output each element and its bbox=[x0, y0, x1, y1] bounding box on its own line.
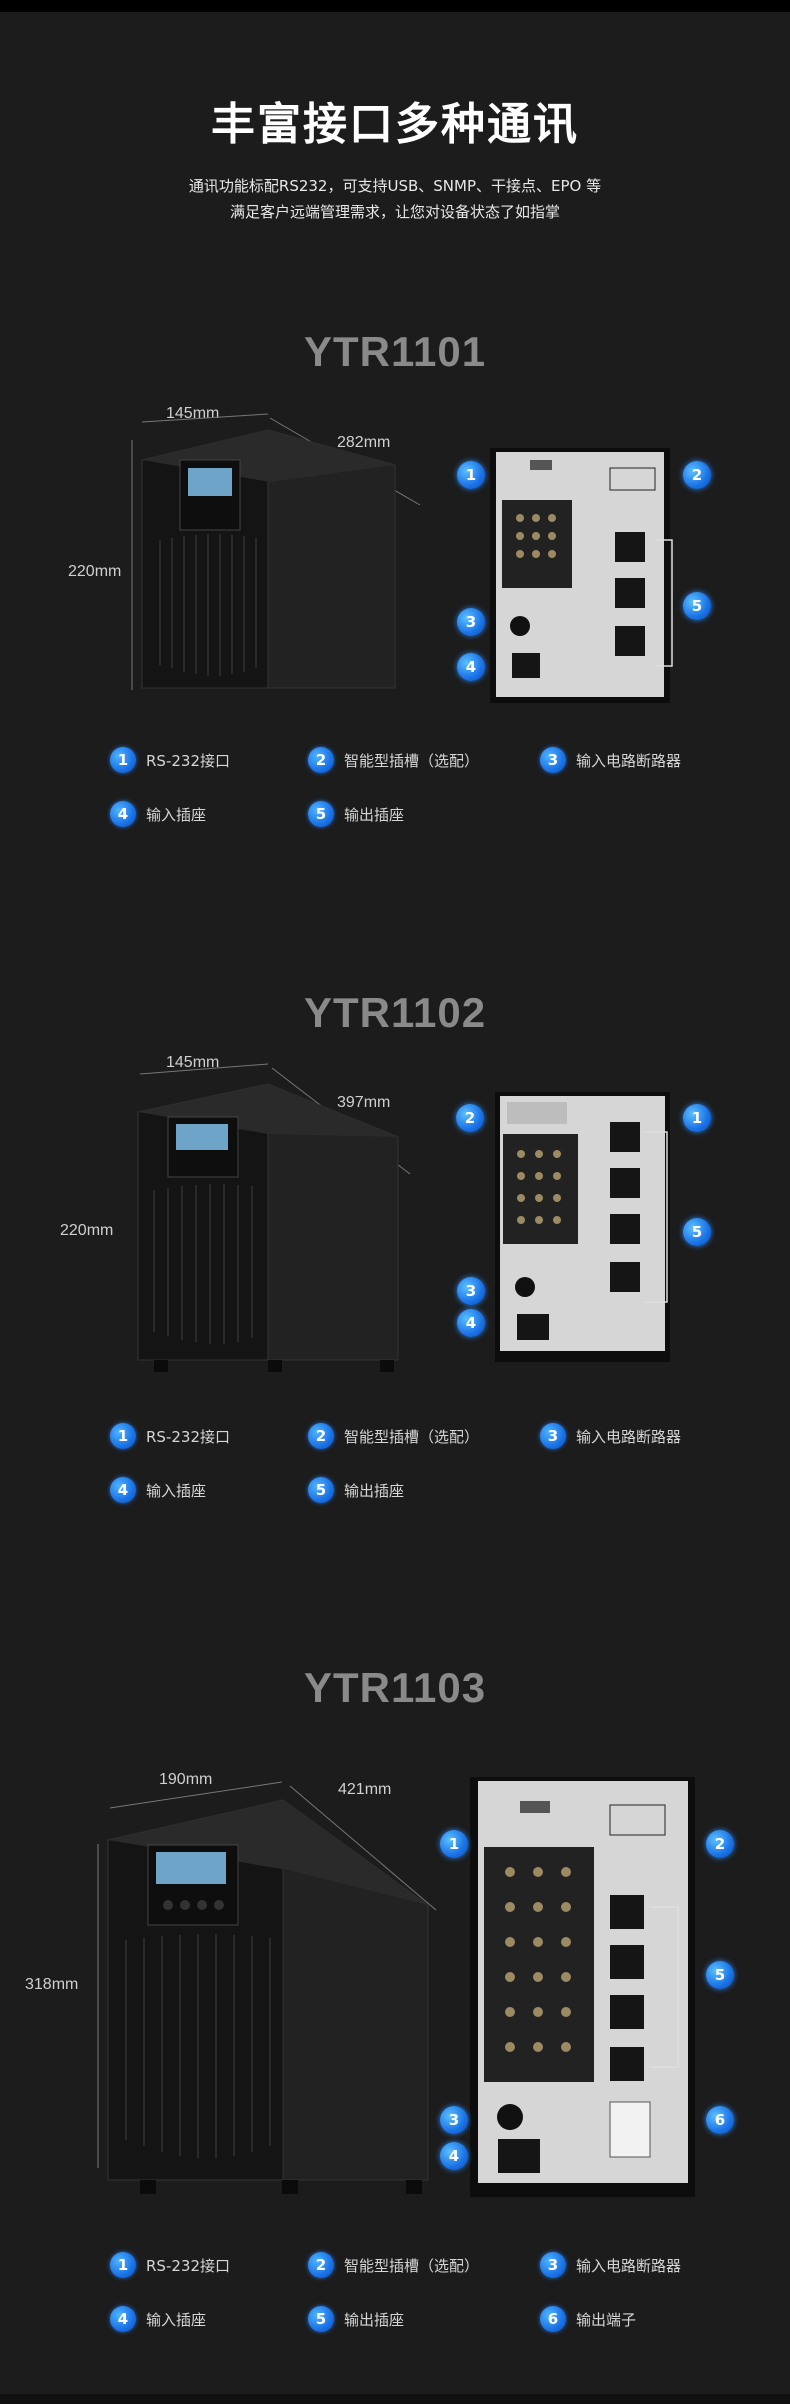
dimension-depth: 282mm bbox=[337, 434, 391, 451]
legend-item-rs232: 1 RS-232接口 bbox=[110, 745, 230, 775]
legend-number: 1 bbox=[110, 747, 136, 773]
legend-item-input-breaker: 3 输入电路断路器 bbox=[540, 745, 681, 775]
legend-number: 2 bbox=[308, 1423, 334, 1449]
callout-2: 2 bbox=[683, 461, 711, 489]
legend-number: 3 bbox=[540, 1423, 566, 1449]
legend-item-input-socket: 4 输入插座 bbox=[110, 799, 206, 829]
dimension-depth: 397mm bbox=[337, 1094, 391, 1111]
callout-1: 1 bbox=[440, 1830, 468, 1858]
legend-item-output-socket: 5 输出插座 bbox=[308, 2304, 404, 2334]
ups-front-image bbox=[137, 1063, 411, 1372]
legend-number: 4 bbox=[110, 2306, 136, 2332]
legend-label: 输出端子 bbox=[576, 2310, 637, 2329]
legend-number: 5 bbox=[308, 2306, 334, 2332]
ups-rear-image bbox=[490, 448, 673, 703]
legend-item-smart-slot: 2 智能型插槽（选配） bbox=[308, 2250, 479, 2280]
callout-5: 5 bbox=[683, 1218, 711, 1246]
callout-2: 2 bbox=[456, 1104, 484, 1132]
callout-1: 1 bbox=[457, 461, 485, 489]
legend-label: 智能型插槽（选配） bbox=[344, 751, 480, 770]
dimension-height: 220mm bbox=[60, 1222, 114, 1239]
dimension-height: 220mm bbox=[68, 563, 122, 580]
callout-3: 3 bbox=[457, 608, 485, 636]
callout-3: 3 bbox=[457, 1277, 485, 1305]
legend-number: 1 bbox=[110, 1423, 136, 1449]
ups-rear-image bbox=[470, 1777, 695, 2197]
legend-label: RS-232接口 bbox=[146, 1427, 230, 1446]
ups-front-image bbox=[131, 413, 421, 690]
legend-number: 4 bbox=[110, 1477, 136, 1503]
legend-number: 2 bbox=[308, 2252, 334, 2278]
callout-5: 5 bbox=[683, 592, 711, 620]
subtitle-line-1: 通讯功能标配RS232，可支持USB、SNMP、干接点、EPO 等 bbox=[188, 177, 602, 195]
legend-label: 智能型插槽（选配） bbox=[344, 1427, 480, 1446]
legend-label: 输入插座 bbox=[146, 1481, 207, 1500]
bottom-bar bbox=[0, 2394, 790, 2404]
ups-front-image bbox=[97, 1781, 437, 2194]
legend-label: 输入插座 bbox=[146, 2310, 207, 2329]
callout-1: 1 bbox=[683, 1104, 711, 1132]
dimension-width: 145mm bbox=[166, 1054, 220, 1071]
legend-number: 3 bbox=[540, 2252, 566, 2278]
legend-label: RS-232接口 bbox=[146, 2256, 230, 2275]
legend-number: 3 bbox=[540, 747, 566, 773]
legend-label: RS-232接口 bbox=[146, 751, 230, 770]
legend-number: 4 bbox=[110, 801, 136, 827]
legend-label: 智能型插槽（选配） bbox=[344, 2256, 480, 2275]
legend-number: 5 bbox=[308, 1477, 334, 1503]
top-bar bbox=[0, 0, 790, 12]
legend-item-input-breaker: 3 输入电路断路器 bbox=[540, 1421, 681, 1451]
model-title: YTR1103 bbox=[303, 1664, 487, 1711]
legend-label: 输出插座 bbox=[344, 805, 405, 824]
callout-5: 5 bbox=[706, 1961, 734, 1989]
legend-item-smart-slot: 2 智能型插槽（选配） bbox=[308, 1421, 479, 1451]
subtitle-line-2: 满足客户远端管理需求，让您对设备状态了如指掌 bbox=[229, 203, 560, 221]
callout-4: 4 bbox=[457, 1309, 485, 1337]
model-title: YTR1101 bbox=[303, 328, 487, 375]
callout-4: 4 bbox=[440, 2142, 468, 2170]
legend-label: 输入插座 bbox=[146, 805, 207, 824]
legend-number: 6 bbox=[540, 2306, 566, 2332]
legend-label: 输出插座 bbox=[344, 1481, 405, 1500]
legend-label: 输入电路断路器 bbox=[576, 2256, 682, 2275]
callout-4: 4 bbox=[457, 653, 485, 681]
page-title: 丰富接口多种通讯 bbox=[211, 99, 579, 150]
legend-item-output-terminal: 6 输出端子 bbox=[540, 2304, 636, 2334]
legend-number: 5 bbox=[308, 801, 334, 827]
callout-6: 6 bbox=[706, 2106, 734, 2134]
dimension-height: 318mm bbox=[25, 1976, 79, 1993]
dimension-depth: 421mm bbox=[338, 1781, 392, 1798]
legend-item-smart-slot: 2 智能型插槽（选配） bbox=[308, 745, 479, 775]
callout-3: 3 bbox=[440, 2106, 468, 2134]
legend-number: 1 bbox=[110, 2252, 136, 2278]
model-title: YTR1102 bbox=[303, 989, 487, 1036]
legend-item-rs232: 1 RS-232接口 bbox=[110, 1421, 230, 1451]
callout-2: 2 bbox=[706, 1830, 734, 1858]
legend-label: 输入电路断路器 bbox=[576, 1427, 682, 1446]
legend-number: 2 bbox=[308, 747, 334, 773]
legend-item-input-breaker: 3 输入电路断路器 bbox=[540, 2250, 681, 2280]
legend-item-output-socket: 5 输出插座 bbox=[308, 799, 404, 829]
legend-label: 输入电路断路器 bbox=[576, 751, 682, 770]
legend-label: 输出插座 bbox=[344, 2310, 405, 2329]
ups-rear-image bbox=[495, 1092, 670, 1362]
dimension-width: 190mm bbox=[159, 1771, 213, 1788]
legend-item-input-socket: 4 输入插座 bbox=[110, 2304, 206, 2334]
legend-item-input-socket: 4 输入插座 bbox=[110, 1475, 206, 1505]
legend-item-output-socket: 5 输出插座 bbox=[308, 1475, 404, 1505]
legend-item-rs232: 1 RS-232接口 bbox=[110, 2250, 230, 2280]
